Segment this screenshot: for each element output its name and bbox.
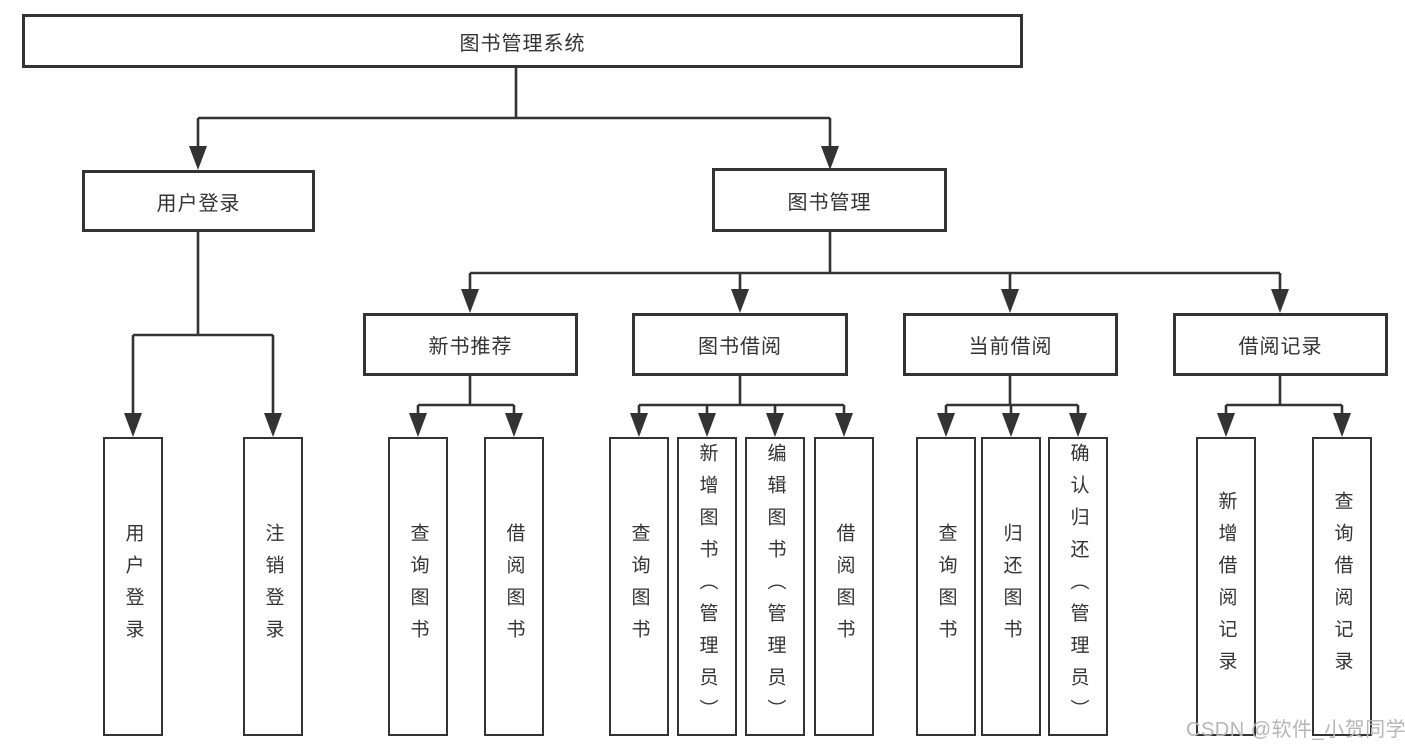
- node-leaf-bb-edit-book: 编辑图书（管理员）: [745, 437, 805, 736]
- arrowhead-icon: [1271, 289, 1289, 313]
- arrowhead-icon: [821, 146, 839, 170]
- node-leaf-br-add-record-label: 新增借阅记录: [1215, 490, 1237, 683]
- node-leaf-bb-query-book: 查询图书: [609, 437, 669, 736]
- node-borrowing-records: 借阅记录: [1173, 313, 1388, 376]
- connector-book-borrowing-branch: [637, 376, 846, 415]
- node-leaf-cb-confirm-return-label: 确认归还（管理员）: [1067, 442, 1089, 731]
- node-leaf-bb-query-book-label: 查询图书: [628, 522, 650, 651]
- node-leaf-br-add-record: 新增借阅记录: [1196, 437, 1256, 736]
- arrowhead-icon: [1069, 413, 1087, 437]
- arrowhead-icon: [698, 413, 716, 437]
- arrowhead-icon: [731, 289, 749, 313]
- node-leaf-cb-confirm-return: 确认归还（管理员）: [1048, 437, 1108, 736]
- node-book-borrowing: 图书借阅: [632, 313, 848, 376]
- node-leaf-bb-add-book: 新增图书（管理员）: [677, 437, 737, 736]
- connector-current-borrowing-branch: [944, 376, 1080, 415]
- node-leaf-cb-query-book-label: 查询图书: [935, 522, 957, 651]
- node-borrowing-records-label: 借阅记录: [1238, 336, 1323, 358]
- arrowhead-icon: [1333, 413, 1351, 437]
- node-leaf-br-query-record-label: 查询借阅记录: [1331, 490, 1353, 683]
- node-leaf-logout: 注销登录: [243, 437, 303, 736]
- node-leaf-bb-edit-book-label: 编辑图书（管理员）: [764, 442, 786, 731]
- arrowhead-icon: [937, 413, 955, 437]
- node-book-management-label: 图书管理: [787, 191, 872, 214]
- node-leaf-bb-add-book-label: 新增图书（管理员）: [696, 442, 718, 731]
- arrowhead-icon: [766, 413, 784, 437]
- node-new-book-recommend: 新书推荐: [363, 313, 578, 376]
- csdn-watermark: CSDN @软件_小贺同学: [1186, 719, 1405, 741]
- node-leaf-cb-return-book: 归还图书: [981, 437, 1041, 736]
- node-root-label: 图书管理系统: [459, 32, 586, 55]
- node-leaf-user-login-label: 用户登录: [122, 522, 144, 651]
- node-leaf-br-query-record: 查询借阅记录: [1312, 437, 1372, 736]
- arrowhead-icon: [264, 413, 282, 437]
- node-current-borrowing: 当前借阅: [903, 313, 1118, 376]
- node-leaf-nbr-query-book-label: 查询图书: [407, 522, 429, 651]
- connector-book-management-branch: [468, 232, 1282, 291]
- node-leaf-nbr-borrow-book-label: 借阅图书: [503, 522, 525, 651]
- node-user-login: 用户登录: [82, 170, 315, 232]
- node-user-login-label: 用户登录: [156, 192, 241, 215]
- arrowhead-icon: [505, 413, 523, 437]
- arrowhead-icon: [461, 289, 479, 313]
- arrowhead-icon: [630, 413, 648, 437]
- node-leaf-logout-label: 注销登录: [262, 522, 284, 651]
- node-book-management: 图书管理: [712, 168, 947, 232]
- arrowhead-icon: [409, 413, 427, 437]
- connector-borrowing-records-branch: [1224, 376, 1344, 415]
- node-leaf-user-login: 用户登录: [103, 437, 163, 736]
- node-leaf-nbr-borrow-book: 借阅图书: [484, 437, 544, 736]
- connector-root-to-level2: [196, 68, 832, 148]
- arrowhead-icon: [1002, 413, 1020, 437]
- node-root: 图书管理系统: [22, 14, 1023, 68]
- node-leaf-cb-query-book: 查询图书: [916, 437, 976, 736]
- node-book-borrowing-label: 图书借阅: [698, 336, 782, 358]
- arrowhead-icon: [124, 413, 142, 437]
- node-leaf-cb-return-book-label: 归还图书: [1000, 522, 1022, 651]
- arrowhead-icon: [835, 413, 853, 437]
- arrowhead-icon: [1217, 413, 1235, 437]
- connector-user-login-branch: [131, 232, 275, 415]
- node-current-borrowing-label: 当前借阅: [968, 336, 1053, 358]
- node-leaf-bb-borrow-book-label: 借阅图书: [833, 522, 855, 651]
- connector-new-book-recommend-branch: [416, 376, 516, 415]
- arrowhead-icon: [189, 146, 207, 170]
- node-leaf-bb-borrow-book: 借阅图书: [814, 437, 874, 736]
- arrowhead-icon: [1001, 289, 1019, 313]
- node-new-book-recommend-label: 新书推荐: [428, 336, 513, 358]
- node-leaf-nbr-query-book: 查询图书: [388, 437, 448, 736]
